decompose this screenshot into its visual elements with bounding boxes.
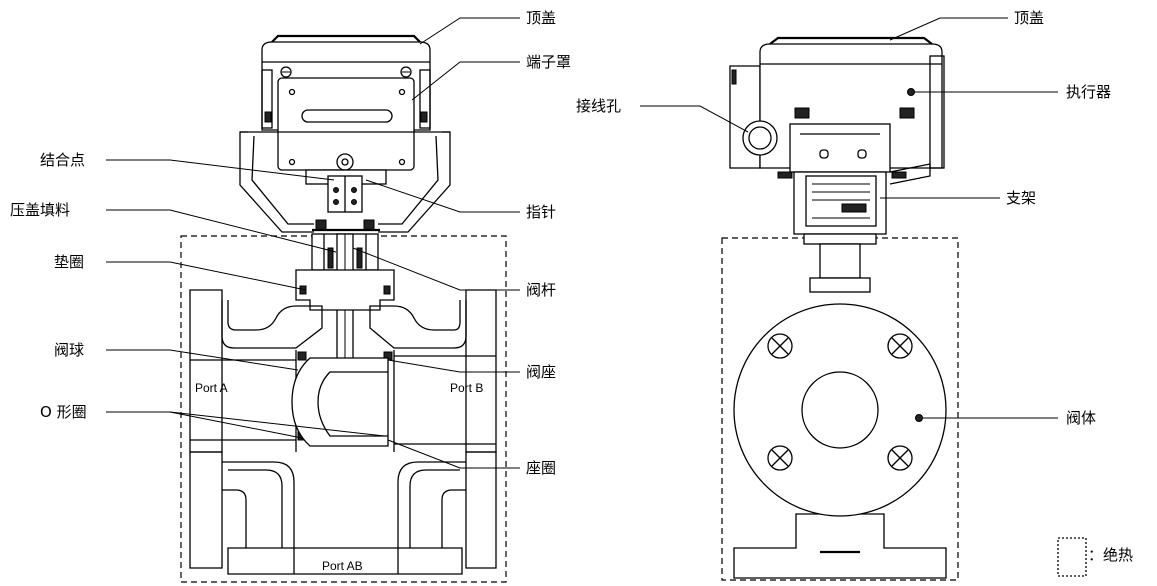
valve-body-left: [189, 289, 497, 575]
label-valve-stem: 阀杆: [526, 281, 556, 299]
bolt-icon: [767, 333, 793, 359]
body-base: [733, 513, 947, 579]
valve-ball: [291, 357, 389, 447]
wiring-hole: [742, 120, 778, 156]
valve-body-right: [733, 303, 947, 579]
left-cross-section-view: Port A Port B Port AB 顶盖 端子罩 结合点 指针 压盖填料…: [10, 9, 571, 583]
bolt-icon: [887, 445, 913, 471]
valve-neck: [809, 243, 871, 293]
bracket-left: [239, 131, 451, 233]
label-gland-packing: 压盖填料: [10, 201, 70, 219]
label-junction-point: 结合点: [40, 151, 85, 169]
bracket-body: [793, 171, 887, 235]
leader-lines-left: [106, 17, 520, 469]
leader-lines-right: [640, 17, 1058, 422]
bonnet: [295, 269, 395, 311]
label-actuator: 执行器: [1066, 83, 1111, 101]
label-bracket: 支架: [1006, 189, 1036, 207]
label-gasket: 垫圈: [54, 253, 84, 271]
label-seat-ring: 座圈: [526, 459, 556, 477]
right-side-view: 顶盖 执行器 接线孔 支架 阀体 ：绝热: [576, 9, 1133, 581]
bracket-right: [777, 171, 907, 245]
label-top-cover-right: 顶盖: [1014, 9, 1044, 27]
port-a-label: Port A: [195, 381, 228, 395]
dotted-box-icon: [1057, 537, 1087, 577]
screw-icon: [280, 66, 292, 78]
stem-assembly: [295, 233, 395, 365]
insulation-legend: ：绝热: [1057, 537, 1133, 577]
terminal-slot: [301, 109, 393, 123]
bolt-icon: [767, 445, 793, 471]
top-cover-right: [769, 36, 933, 45]
label-valve-body: 阀体: [1066, 409, 1096, 427]
actuator-left: [261, 34, 431, 171]
label-pointer: 指针: [526, 203, 556, 221]
actuator-right: [729, 36, 945, 185]
top-cover-left: [271, 34, 421, 43]
label-ball: 阀球: [54, 341, 84, 359]
label-top-cover-left: 顶盖: [526, 9, 556, 27]
label-wiring-hole: 接线孔: [576, 97, 621, 115]
label-o-ring: O 形圈: [40, 403, 87, 421]
bolt-icon: [887, 333, 913, 359]
label-terminal-cover: 端子罩: [526, 53, 571, 71]
screw-icon: [400, 66, 412, 78]
label-valve-seat: 阀座: [526, 363, 556, 381]
port-b-label: Port B: [450, 381, 483, 395]
legend-text: ：绝热: [1088, 546, 1133, 564]
insulation-boundary-right: [721, 237, 959, 581]
flange-bore: [801, 371, 879, 449]
actuator-front-plate: [789, 123, 891, 173]
port-ab-label: Port AB: [322, 559, 363, 573]
